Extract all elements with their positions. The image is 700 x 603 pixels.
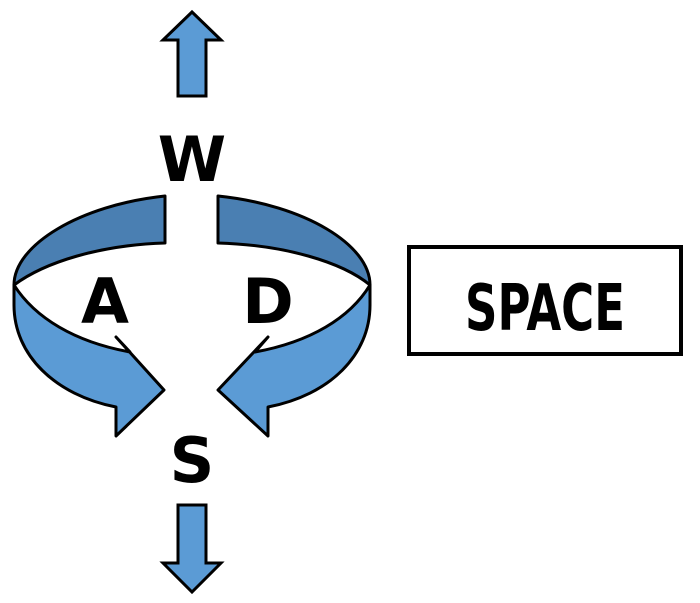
key-label-d: D bbox=[242, 265, 293, 338]
key-label-s: S bbox=[170, 424, 215, 497]
key-label-w: W bbox=[158, 123, 226, 196]
space-key-box bbox=[407, 245, 683, 356]
rotate-left-arrow-icon bbox=[12, 194, 167, 438]
arrow-up-icon bbox=[159, 9, 225, 98]
key-label-a: A bbox=[81, 265, 129, 338]
arrow-down-icon bbox=[159, 503, 225, 595]
rotate-right-arrow-icon bbox=[216, 194, 372, 438]
space-key: SPACE bbox=[407, 245, 683, 356]
space-key-label: SPACE bbox=[465, 272, 625, 346]
